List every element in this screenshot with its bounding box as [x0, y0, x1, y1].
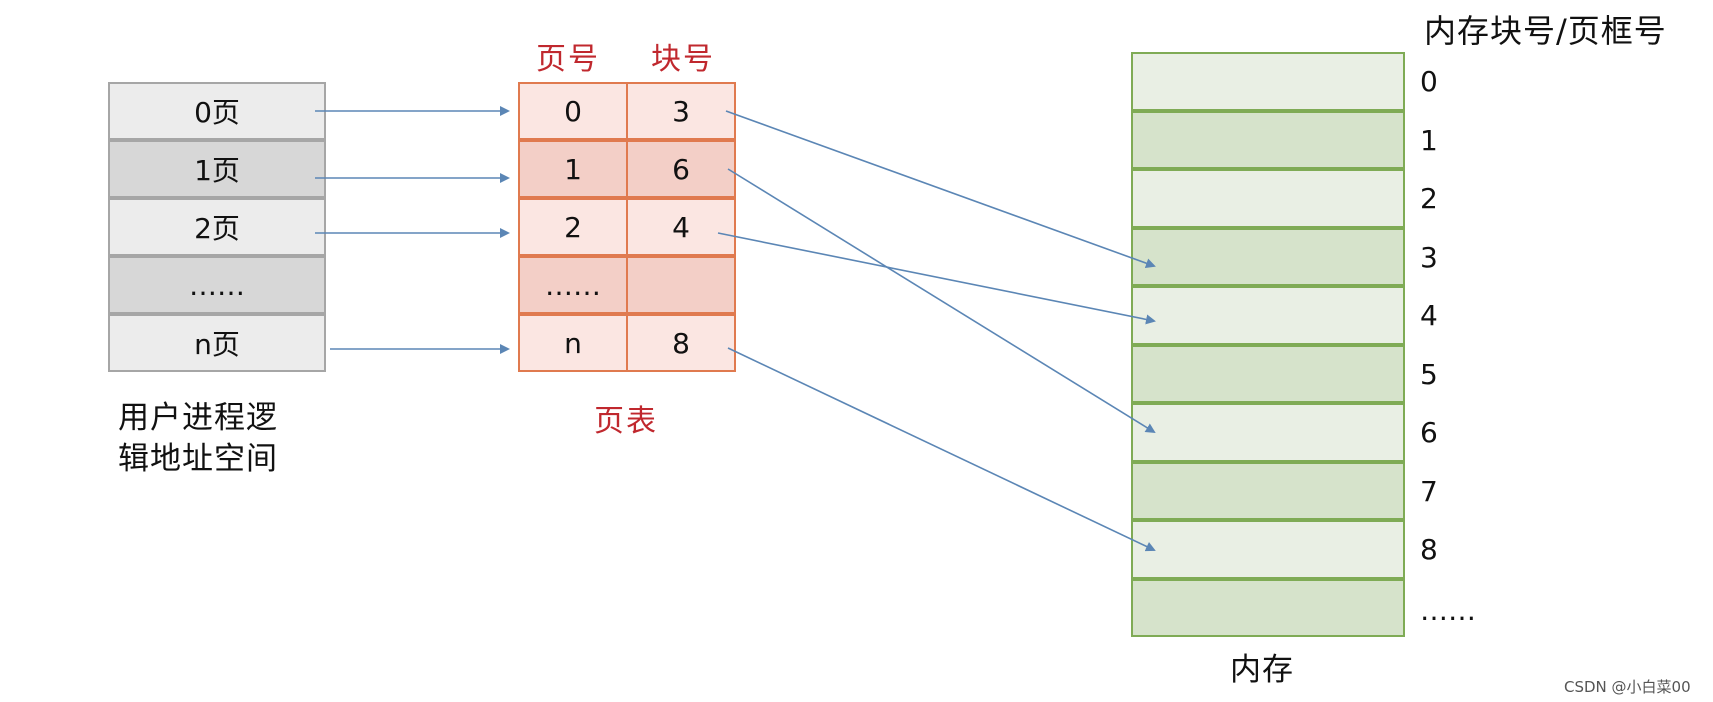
page-table-caption: 页表	[594, 404, 658, 439]
logical-page-label: ……	[189, 268, 245, 302]
page-number: 1	[564, 152, 582, 186]
memory-index: ……	[1420, 593, 1476, 627]
page-table-header-block: 块号	[651, 42, 715, 77]
memory-block	[1131, 578, 1405, 637]
logical-page-label: n页	[194, 328, 240, 361]
memory-index: 0	[1420, 64, 1438, 98]
page-table-block-2: 4	[626, 198, 736, 256]
logical-caption-line1: 用户进程逻	[118, 400, 278, 436]
logical-page-label: 2页	[194, 212, 240, 245]
memory-block	[1131, 52, 1405, 111]
memory-index: 8	[1420, 532, 1438, 566]
page-table-page-n: n	[518, 314, 628, 372]
memory-block	[1131, 461, 1405, 520]
page-number: ……	[545, 268, 601, 302]
logical-page-ellipsis: ……	[108, 256, 326, 314]
arrow-block-6-to-memory	[727, 168, 1156, 434]
memory-index: 6	[1420, 415, 1438, 449]
memory-block	[1131, 286, 1405, 345]
page-table-page-ellipsis: ……	[518, 256, 628, 314]
logical-page-0: 0页	[108, 82, 326, 140]
block-number: 3	[672, 94, 690, 128]
memory-block	[1131, 344, 1405, 403]
arrow-block-4-to-memory	[717, 232, 1156, 325]
memory-header: 内存块号/页框号	[1424, 12, 1667, 50]
memory-index: 5	[1420, 357, 1438, 391]
page-table-block-n: 8	[626, 314, 736, 372]
page-number: 2	[564, 210, 582, 244]
logical-page-label: 0页	[194, 96, 240, 129]
arrow-block-8-to-memory	[727, 347, 1156, 552]
arrow-block-3-to-memory	[725, 110, 1156, 268]
block-number: 6	[672, 152, 690, 186]
page-table-page-2: 2	[518, 198, 628, 256]
memory-index: 7	[1420, 474, 1438, 508]
memory-block	[1131, 110, 1405, 169]
block-number: 4	[672, 210, 690, 244]
block-number: 8	[672, 326, 690, 360]
logical-page-1: 1页	[108, 140, 326, 198]
page-table-header-page: 页号	[536, 42, 600, 77]
memory-block	[1131, 520, 1405, 579]
memory-caption: 内存	[1230, 652, 1294, 688]
logical-caption-line2: 辑地址空间	[118, 441, 278, 477]
watermark: CSDN @小白菜00	[1564, 678, 1691, 696]
page-table-block-0: 3	[626, 82, 736, 140]
memory-block	[1131, 227, 1405, 286]
logical-page-2: 2页	[108, 198, 326, 256]
page-table-block-1: 6	[626, 140, 736, 198]
memory-index: 3	[1420, 240, 1438, 274]
memory-index: 1	[1420, 123, 1438, 157]
memory-index: 4	[1420, 298, 1438, 332]
memory-index: 2	[1420, 181, 1438, 215]
page-number: 0	[564, 94, 582, 128]
logical-page-label: 1页	[194, 154, 240, 187]
page-table-block-ellipsis	[626, 256, 736, 314]
logical-page-n: n页	[108, 314, 326, 372]
memory-block	[1131, 403, 1405, 462]
memory-block	[1131, 169, 1405, 228]
page-number: n	[564, 326, 582, 360]
